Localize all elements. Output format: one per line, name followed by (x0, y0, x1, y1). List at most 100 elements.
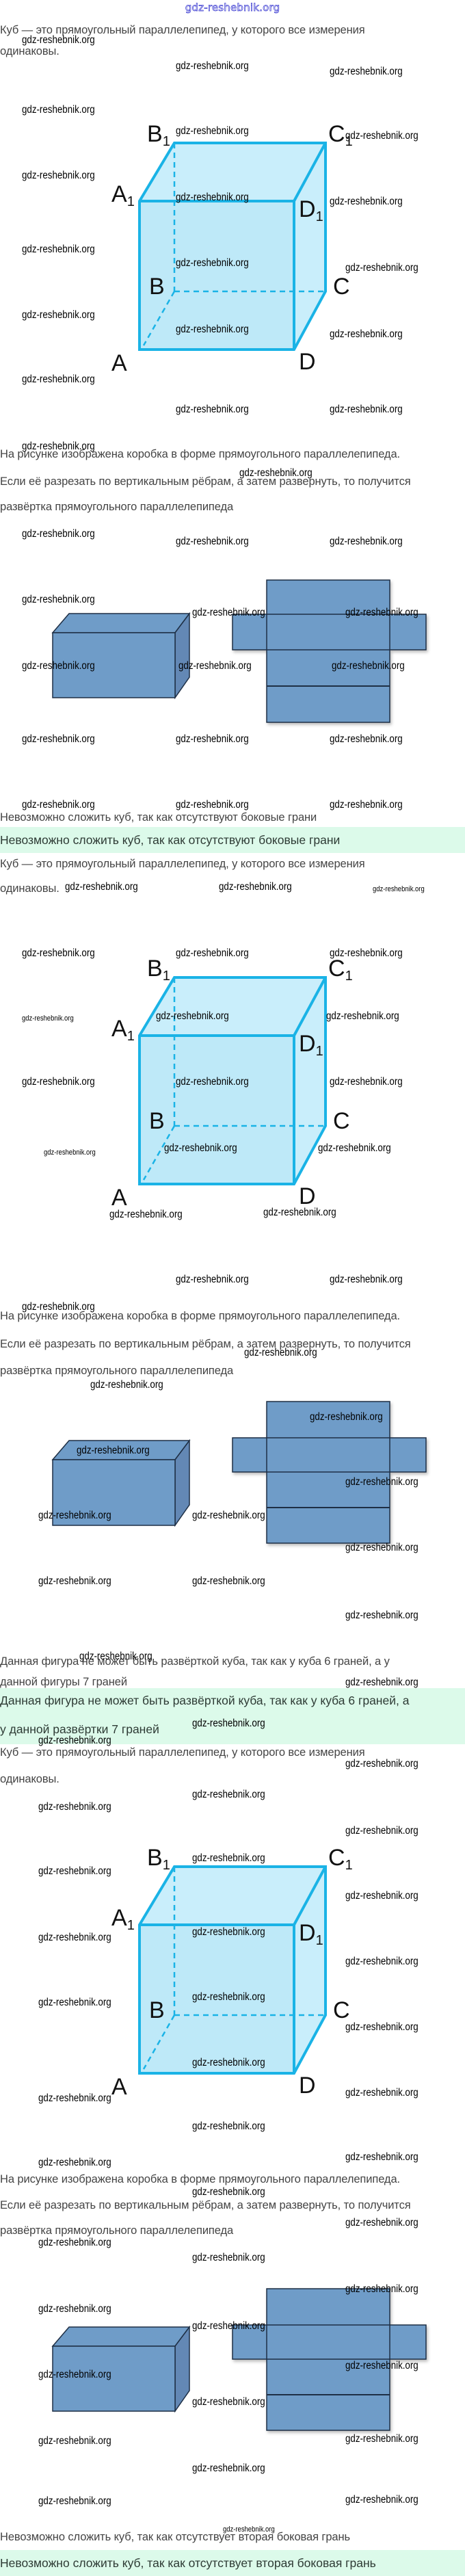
vertex-label-a: A (111, 1185, 127, 1211)
watermark: gdz-reshebnik.org (176, 1274, 249, 1285)
cube-front-face (140, 201, 294, 350)
vertex-label-b: B (149, 1108, 165, 1134)
vertex-label-c: C (333, 1997, 350, 2023)
vertex-label-a: A (111, 2074, 127, 2100)
cube-drawing (138, 976, 327, 1185)
watermark: gdz-reshebnik.org (330, 799, 403, 811)
watermark: gdz-reshebnik.org (192, 1789, 265, 1800)
definition-text-2: одинаковы. (0, 882, 59, 895)
watermark: gdz-reshebnik.org (22, 799, 95, 811)
watermark: gdz-reshebnik.org (192, 2120, 265, 2132)
cube-figure-2: B1 C1 A1 D1 B C A D (111, 956, 353, 1211)
box-text-3: развёртка прямоугольного параллелепипеда (0, 1365, 234, 1377)
watermark: gdz-reshebnik.org (38, 2495, 111, 2507)
watermark: gdz-reshebnik.org (90, 1379, 163, 1391)
watermark: gdz-reshebnik.org (373, 885, 425, 893)
vertex-label-a1: A1 (111, 1905, 135, 1933)
box-text-1: На рисунке изображена коробка в форме пр… (0, 448, 401, 460)
vertex-label-d1: D1 (299, 1031, 323, 1059)
vertex-label-c: C (333, 1108, 350, 1134)
definition-text-2: одинаковы. (0, 45, 59, 57)
watermark: gdz-reshebnik.org (330, 404, 403, 415)
vertex-label-c: C (333, 274, 350, 300)
watermark: gdz-reshebnik.org (38, 2237, 111, 2248)
watermark: gdz-reshebnik.org (38, 2157, 111, 2168)
cube-edge-hidden (142, 291, 176, 346)
watermark: gdz-reshebnik.org (38, 1575, 111, 1587)
answer-text: Невозможно сложить куб, так как отсутств… (0, 2556, 376, 2570)
box-3d (51, 612, 191, 700)
watermark: gdz-reshebnik.org (176, 733, 249, 745)
watermark: gdz-reshebnik.org (345, 2494, 418, 2506)
watermark: gdz-reshebnik.org (22, 528, 95, 540)
box-figure-3 (51, 2288, 427, 2431)
reason-text-1: Данная фигура не может быть развёрткой к… (0, 1655, 390, 1668)
watermark: gdz-reshebnik.org (330, 66, 403, 77)
box-text-2: Если её разрезать по вертикальным рёбрам… (0, 475, 411, 488)
watermark: gdz-reshebnik.org (345, 2217, 418, 2229)
box-figure-1 (51, 579, 427, 723)
watermark: gdz-reshebnik.org (330, 1274, 403, 1285)
box-net (232, 1401, 427, 1544)
watermark: gdz-reshebnik.org (176, 60, 249, 72)
cube-edge (293, 142, 327, 202)
watermark: gdz-reshebnik.org (345, 1825, 418, 1837)
watermark: gdz-reshebnik.org (345, 1677, 418, 1688)
watermark: gdz-reshebnik.org (38, 1801, 111, 1813)
watermark: gdz-reshebnik.org (22, 104, 95, 116)
reason-text-1: Невозможно сложить куб, так как отсутств… (0, 2531, 350, 2543)
box-3d (51, 2325, 191, 2413)
box-text-3: развёртка прямоугольного параллелепипеда (0, 501, 234, 513)
box-text-2: Если её разрезать по вертикальным рёбрам… (0, 1338, 411, 1350)
watermark: gdz-reshebnik.org (192, 1575, 265, 1587)
watermark: gdz-reshebnik.org (65, 881, 138, 893)
box-net (232, 2288, 427, 2431)
vertex-label-b1: B1 (147, 956, 170, 984)
watermark: gdz-reshebnik.org (330, 536, 403, 547)
watermark: gdz-reshebnik.org (176, 404, 249, 415)
box-text-1: На рисунке изображена коробка в форме пр… (0, 2173, 401, 2185)
vertex-label-d: D (299, 1183, 316, 1209)
watermark: gdz-reshebnik.org (345, 2151, 418, 2163)
vertex-label-b: B (149, 1997, 165, 2023)
watermark: gdz-reshebnik.org (345, 1758, 418, 1770)
cube-figure-3: B1 C1 A1 D1 B C A D (111, 1845, 353, 2100)
definition-text-1: Куб — это прямоугольный параллелепипед, … (0, 24, 365, 36)
vertex-label-b: B (149, 274, 165, 300)
cube-edge-outline (138, 142, 327, 351)
box-3d (51, 1438, 191, 1527)
watermark: gdz-reshebnik.org (176, 799, 249, 811)
watermark: gdz-reshebnik.org (192, 2252, 265, 2263)
watermark: gdz-reshebnik.org (192, 2462, 265, 2474)
vertex-label-a1: A1 (111, 1016, 135, 1044)
answer-text: Данная фигура не может быть развёрткой к… (0, 1694, 410, 1707)
watermark: gdz-reshebnik.org (330, 733, 403, 745)
watermark: gdz-reshebnik.org (176, 536, 249, 547)
definition-text-1: Куб — это прямоугольный параллелепипед, … (0, 1746, 365, 1759)
answer-box-1: Невозможно сложить куб, так как отсутств… (0, 827, 465, 853)
answer-text: Невозможно сложить куб, так как отсутств… (0, 833, 341, 847)
vertex-label-c1: C1 (328, 956, 353, 984)
cube-figure-1: B1 C1 A1 D1 B C A D (111, 121, 353, 376)
box-text-2: Если её разрезать по вертикальным рёбрам… (0, 2199, 411, 2211)
watermark: gdz-reshebnik.org (22, 733, 95, 745)
vertex-label-d1: D1 (299, 1920, 323, 1948)
watermark: gdz-reshebnik.org (345, 1609, 418, 1621)
vertex-label-c1: C1 (328, 121, 353, 149)
watermark: gdz-reshebnik.org (192, 2186, 265, 2198)
answer-box-2: Данная фигура не может быть развёрткой к… (0, 1688, 465, 1744)
reason-text-1: Невозможно сложить куб, так как отсутств… (0, 811, 317, 824)
box-net (232, 579, 427, 723)
answer-text: у данной развёртки 7 граней (0, 1722, 159, 1736)
box-text-3: развёртка прямоугольного параллелепипеда (0, 2224, 234, 2237)
vertex-label-d: D (299, 2073, 316, 2099)
site-link[interactable]: gdz-reshebnik.org (185, 1, 280, 14)
answer-box-3: Невозможно сложить куб, так как отсутств… (0, 2550, 465, 2576)
vertex-label-d1: D1 (299, 196, 323, 224)
vertex-label-a1: A1 (111, 181, 135, 209)
vertex-label-c1: C1 (328, 1845, 353, 1873)
reason-text-2: данной фигуры 7 граней (0, 1676, 127, 1688)
vertex-label-a: A (111, 350, 127, 376)
watermark: gdz-reshebnik.org (219, 881, 292, 893)
cube-drawing (138, 1865, 327, 2075)
